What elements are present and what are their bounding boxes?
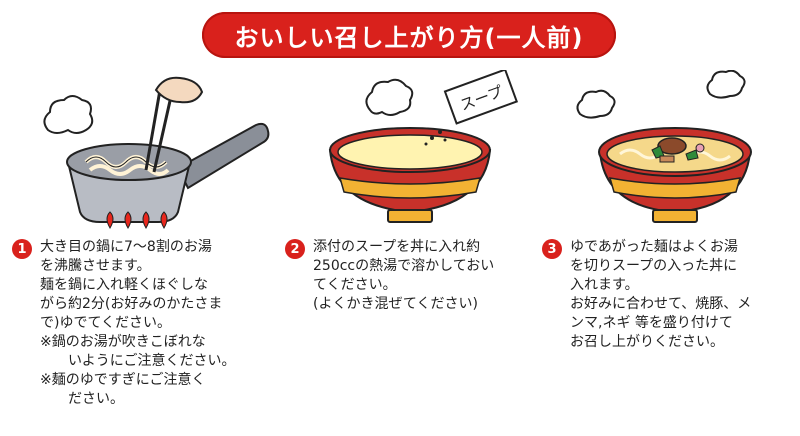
step-3-text: ゆであがった麺はよくお湯 を切りスープの入った丼に 入れます。 お好みに合わせて…: [570, 238, 751, 352]
step-1-text: 大き目の鍋に7〜8割のお湯 を沸騰させます。 麺を鍋に入れ軽くほぐしな がら約2…: [40, 238, 235, 409]
steam-icon: [365, 78, 414, 116]
step-number-3: 3: [542, 239, 562, 259]
step-2-line: てください。: [313, 277, 397, 293]
step-3-line: ゆであがった麺はよくお湯: [570, 239, 738, 255]
pot-with-noodles-icon: [43, 76, 270, 229]
step-1-note: ※鍋のお湯が吹きこぼれな: [40, 334, 206, 350]
step-2: 2 添付のスープを丼に入れ約 250ccの熱湯で溶かしておい てください。 (よ…: [285, 238, 535, 338]
step-3: 3 ゆであがった麺はよくお湯 を切りスープの入った丼に 入れます。 お好みに合わ…: [542, 238, 792, 368]
step-1-line: 大き目の鍋に7〜8割のお湯: [40, 239, 212, 255]
step-1-line: がら約2分(お好みのかたさま: [40, 296, 223, 312]
step-1-line: 麺を鍋に入れ軽くほぐしな: [40, 277, 208, 293]
step-3-line: ンマ,ネギ 等を盛り付けて: [570, 315, 733, 331]
step-number-2: 2: [285, 239, 305, 259]
step-3-line: お好みに合わせて、焼豚、メ: [570, 296, 752, 312]
title-banner: おいしい召し上がり方(一人前): [202, 12, 616, 58]
page-title: おいしい召し上がり方(一人前): [234, 23, 584, 52]
step-1-line: を沸騰させます。: [40, 258, 151, 274]
step-1-note-cont: ださい。: [68, 391, 124, 407]
step-number-1: 1: [12, 239, 32, 259]
step-3-line: を切りスープの入った丼に: [570, 258, 738, 274]
steam-icon: [576, 70, 746, 119]
step-3-line: 入れます。: [570, 277, 639, 293]
step-2-line: 添付のスープを丼に入れ約: [313, 239, 481, 255]
step-2-text: 添付のスープを丼に入れ約 250ccの熱湯で溶かしておい てください。 (よくか…: [313, 238, 494, 314]
step-2-line: (よくかき混ぜてください): [313, 296, 478, 312]
steam-icon: [43, 95, 94, 134]
bowl-with-ramen-icon: [576, 70, 752, 223]
step-1: 1 大き目の鍋に7〜8割のお湯 を沸騰させます。 麺を鍋に入れ軽くほぐしな がら…: [12, 238, 282, 428]
step-1-line: で)ゆでてください。: [40, 315, 172, 331]
step-1-note-cont: いようにご注意ください。: [68, 353, 236, 369]
step-2-line: 250ccの熱湯で溶かしておい: [313, 258, 495, 274]
step-3-line: お召し上がりください。: [570, 334, 724, 350]
bowl-with-soup-icon: スープ: [328, 70, 519, 223]
step-1-note: ※麺のゆですぎにご注意く: [40, 372, 206, 388]
